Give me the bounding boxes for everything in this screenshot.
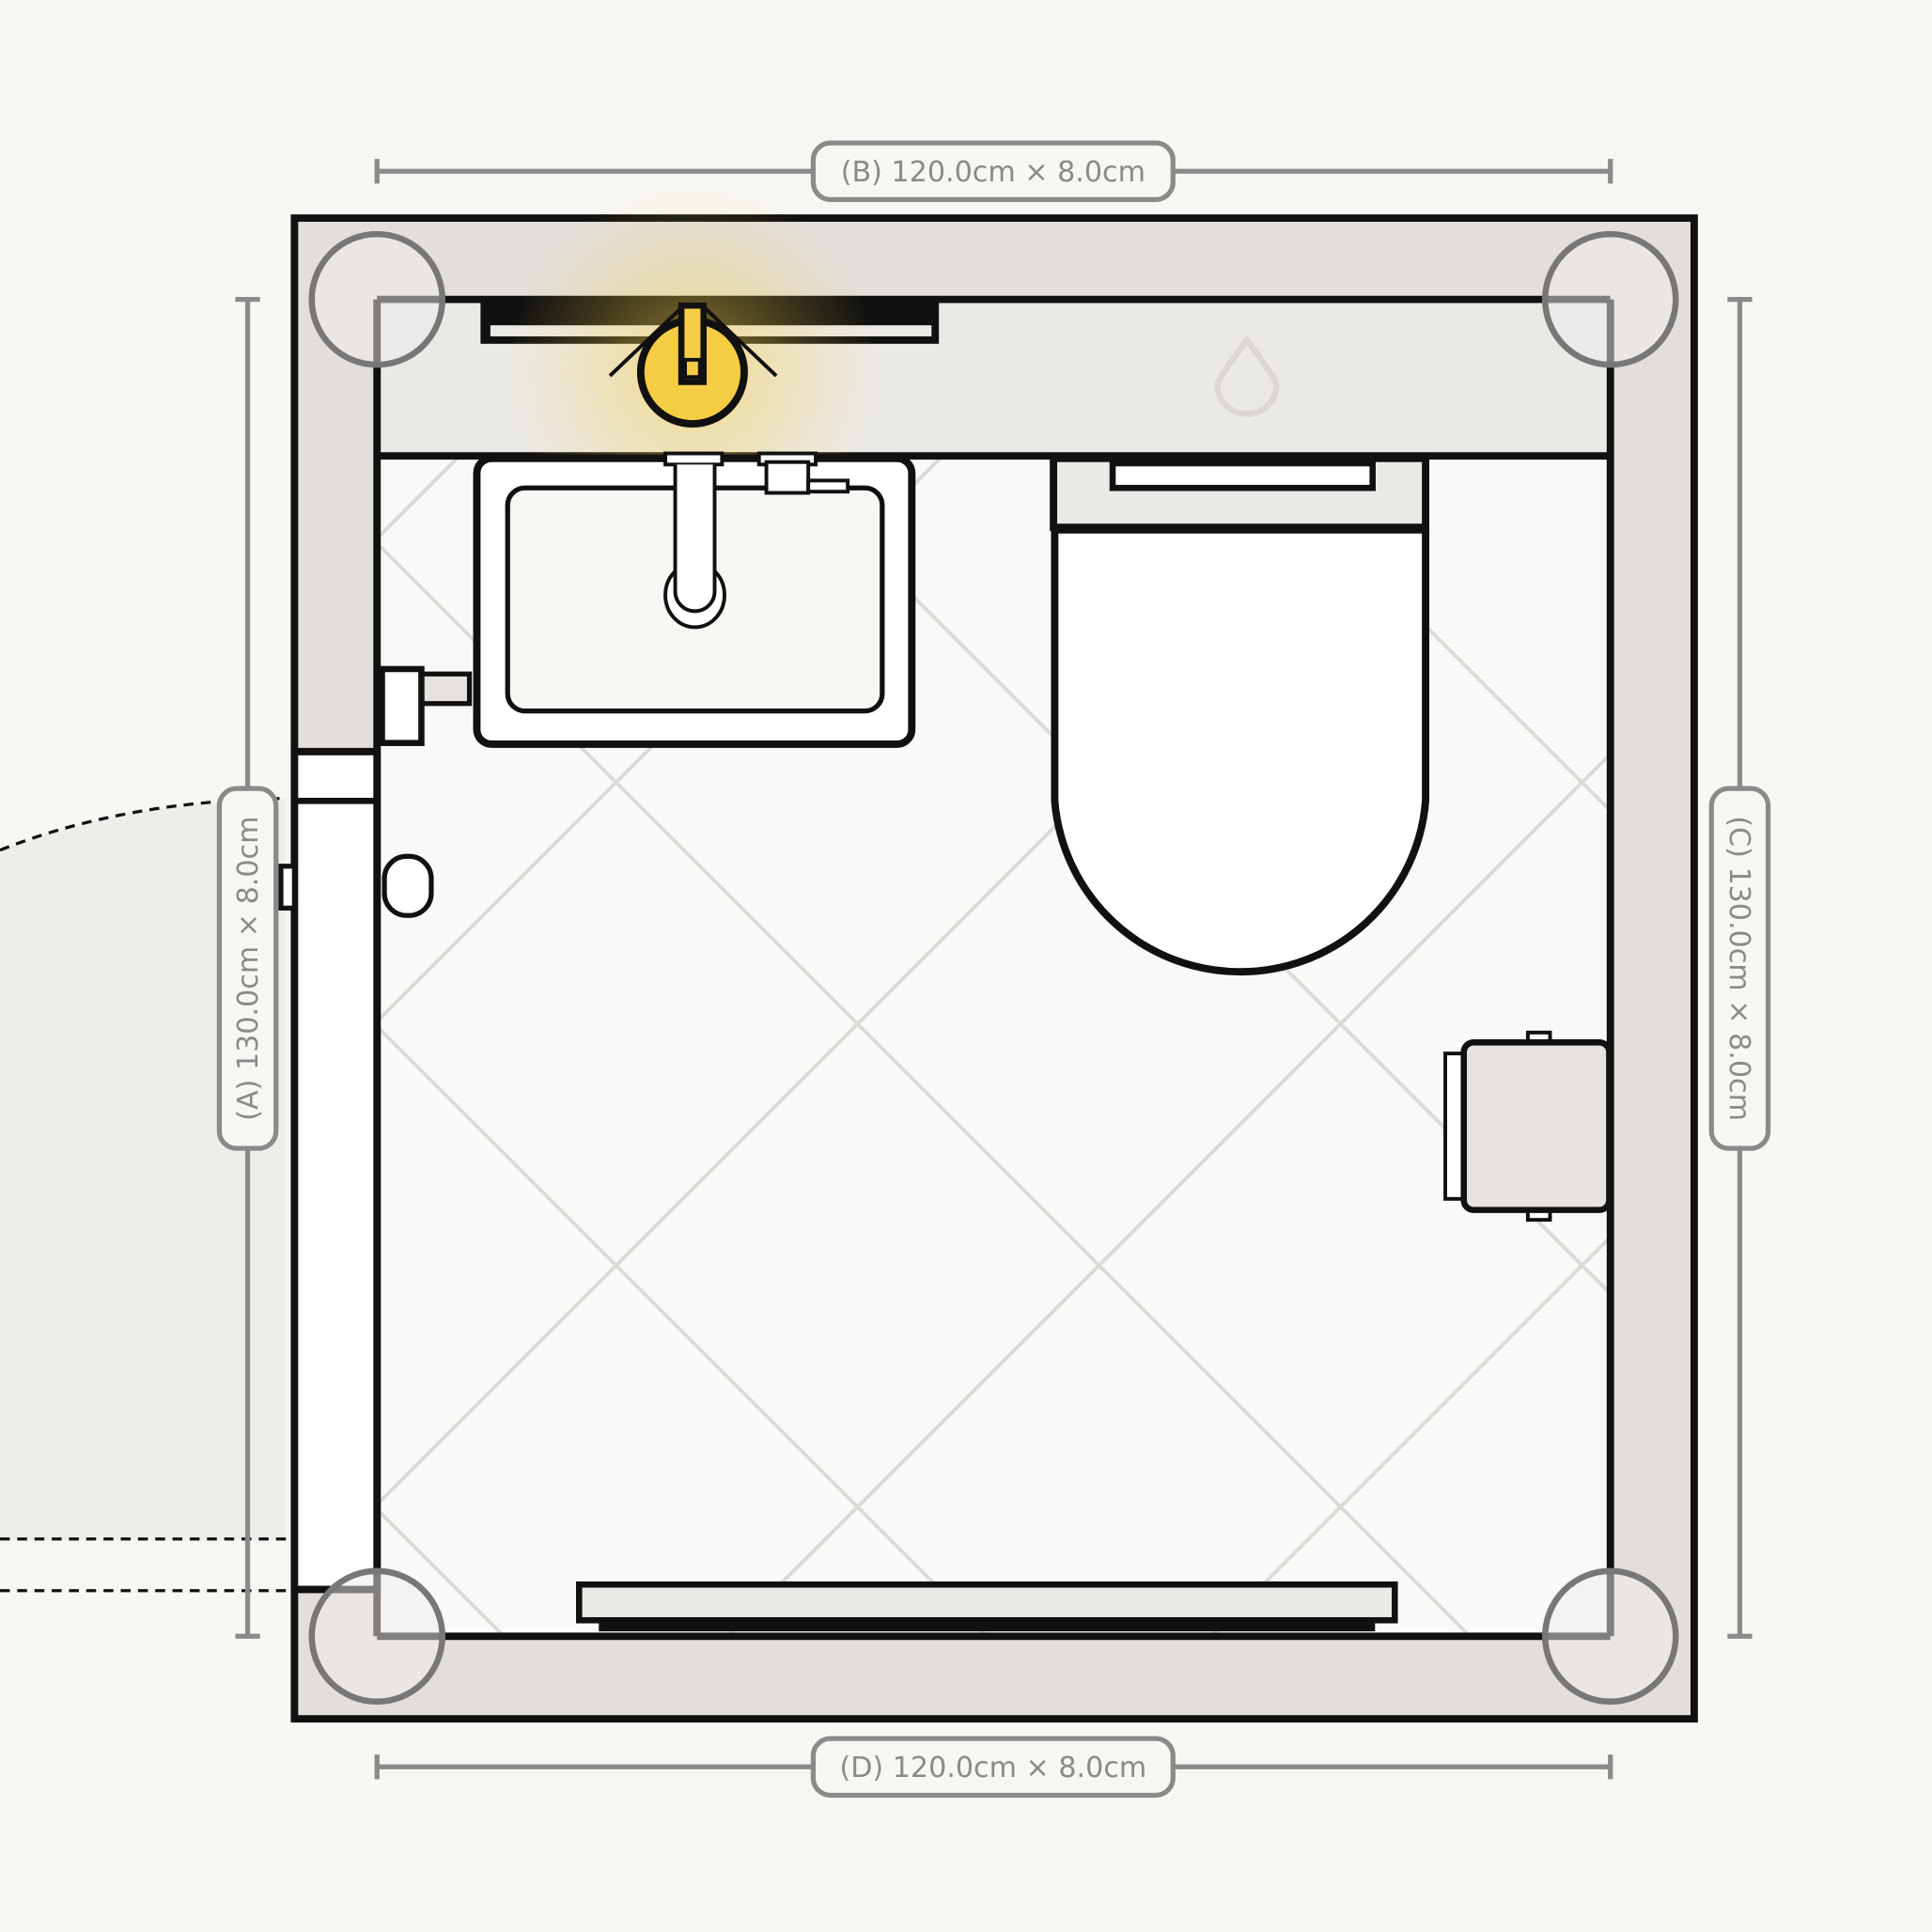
dimension-label-bottom[interactable]: (D) 120.0cm × 8.0cm: [810, 1736, 1176, 1799]
corner-handles[interactable]: [308, 230, 1679, 1706]
water-drop-icon[interactable]: [1214, 335, 1280, 417]
toilet[interactable]: [1050, 454, 1430, 976]
dimension-label-right[interactable]: (C) 130.0cm × 8.0cm: [1708, 786, 1771, 1151]
dimension-text-left: (A) 130.0cm × 8.0cm: [232, 817, 265, 1121]
corner-handle-top-right: [1541, 230, 1679, 368]
dimension-label-left[interactable]: (A) 130.0cm × 8.0cm: [216, 786, 279, 1151]
door[interactable]: [278, 747, 434, 1594]
tile-line: [377, 1024, 989, 1637]
bottom-shelf[interactable]: [575, 1581, 1398, 1632]
tile-line: [726, 753, 1611, 1637]
dimension-text-bottom: (D) 120.0cm × 8.0cm: [839, 1752, 1146, 1784]
dimension-label-top[interactable]: (B) 120.0cm × 8.0cm: [810, 140, 1176, 203]
tile-line: [377, 456, 461, 540]
corner-handle-bottom-left: [308, 1567, 446, 1706]
tile-line: [377, 1507, 506, 1637]
corner-handle-bottom-right: [1541, 1567, 1679, 1706]
dimension-text-top: (B) 120.0cm × 8.0cm: [841, 156, 1145, 189]
dimension-text-right: (C) 130.0cm × 8.0cm: [1722, 816, 1755, 1121]
corner-handle-top-left: [308, 230, 446, 368]
tile-line: [1209, 1236, 1611, 1637]
toilet-paper-holder[interactable]: [1443, 1030, 1613, 1223]
sink[interactable]: [379, 451, 916, 748]
